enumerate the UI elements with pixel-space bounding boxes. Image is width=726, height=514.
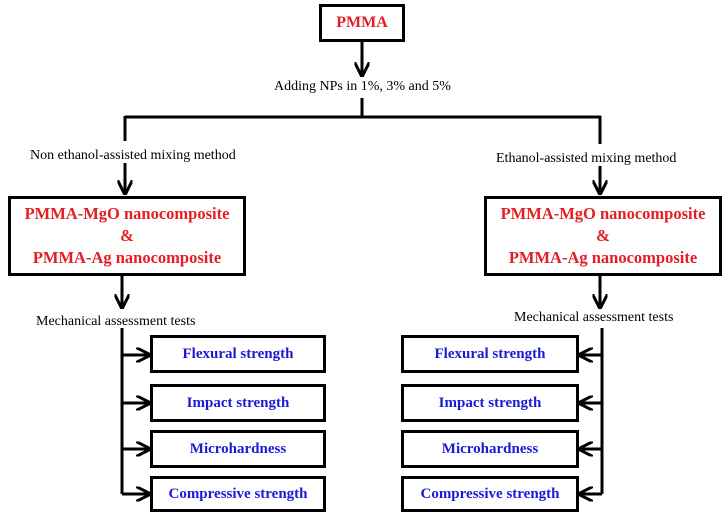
left-test-microhardness: Microhardness: [150, 430, 326, 468]
left-test-impact-label: Impact strength: [186, 394, 290, 411]
left-tests-label: Mechanical assessment tests: [36, 314, 196, 329]
root-box: PMMA: [319, 4, 405, 42]
left-test-impact: Impact strength: [150, 384, 326, 422]
left-composite-line1: PMMA-MgO nanocomposite: [24, 204, 230, 223]
right-test-flexural: Flexural strength: [401, 335, 579, 373]
right-method-label: Ethanol-assisted mixing method: [496, 151, 677, 166]
right-composite-line1: PMMA-MgO nanocomposite: [500, 204, 706, 223]
right-composite-line2: &: [596, 226, 610, 245]
left-test-microhardness-label: Microhardness: [189, 440, 287, 457]
right-composite-box: PMMA-MgO nanocomposite & PMMA-Ag nanocom…: [484, 196, 722, 276]
adding-label: Adding NPs in 1%, 3% and 5%: [274, 79, 451, 94]
right-test-microhardness-label: Microhardness: [441, 440, 539, 457]
left-composite-line3: PMMA-Ag nanocomposite: [32, 248, 222, 267]
right-composite-line3: PMMA-Ag nanocomposite: [508, 248, 698, 267]
left-composite-box: PMMA-MgO nanocomposite & PMMA-Ag nanocom…: [8, 196, 246, 276]
left-composite-line2: &: [120, 226, 134, 245]
left-test-compressive-label: Compressive strength: [168, 485, 308, 502]
right-test-impact-label: Impact strength: [438, 394, 542, 411]
right-tests-label: Mechanical assessment tests: [514, 310, 674, 325]
left-test-flexural-label: Flexural strength: [182, 345, 294, 362]
right-test-impact: Impact strength: [401, 384, 579, 422]
right-test-compressive: Compressive strength: [401, 476, 579, 512]
root-label: PMMA: [336, 14, 388, 31]
left-method-label: Non ethanol-assisted mixing method: [30, 148, 236, 163]
right-test-flexural-label: Flexural strength: [434, 345, 546, 362]
left-test-flexural: Flexural strength: [150, 335, 326, 373]
left-test-compressive: Compressive strength: [150, 476, 326, 512]
right-test-microhardness: Microhardness: [401, 430, 579, 468]
right-test-compressive-label: Compressive strength: [420, 485, 560, 502]
